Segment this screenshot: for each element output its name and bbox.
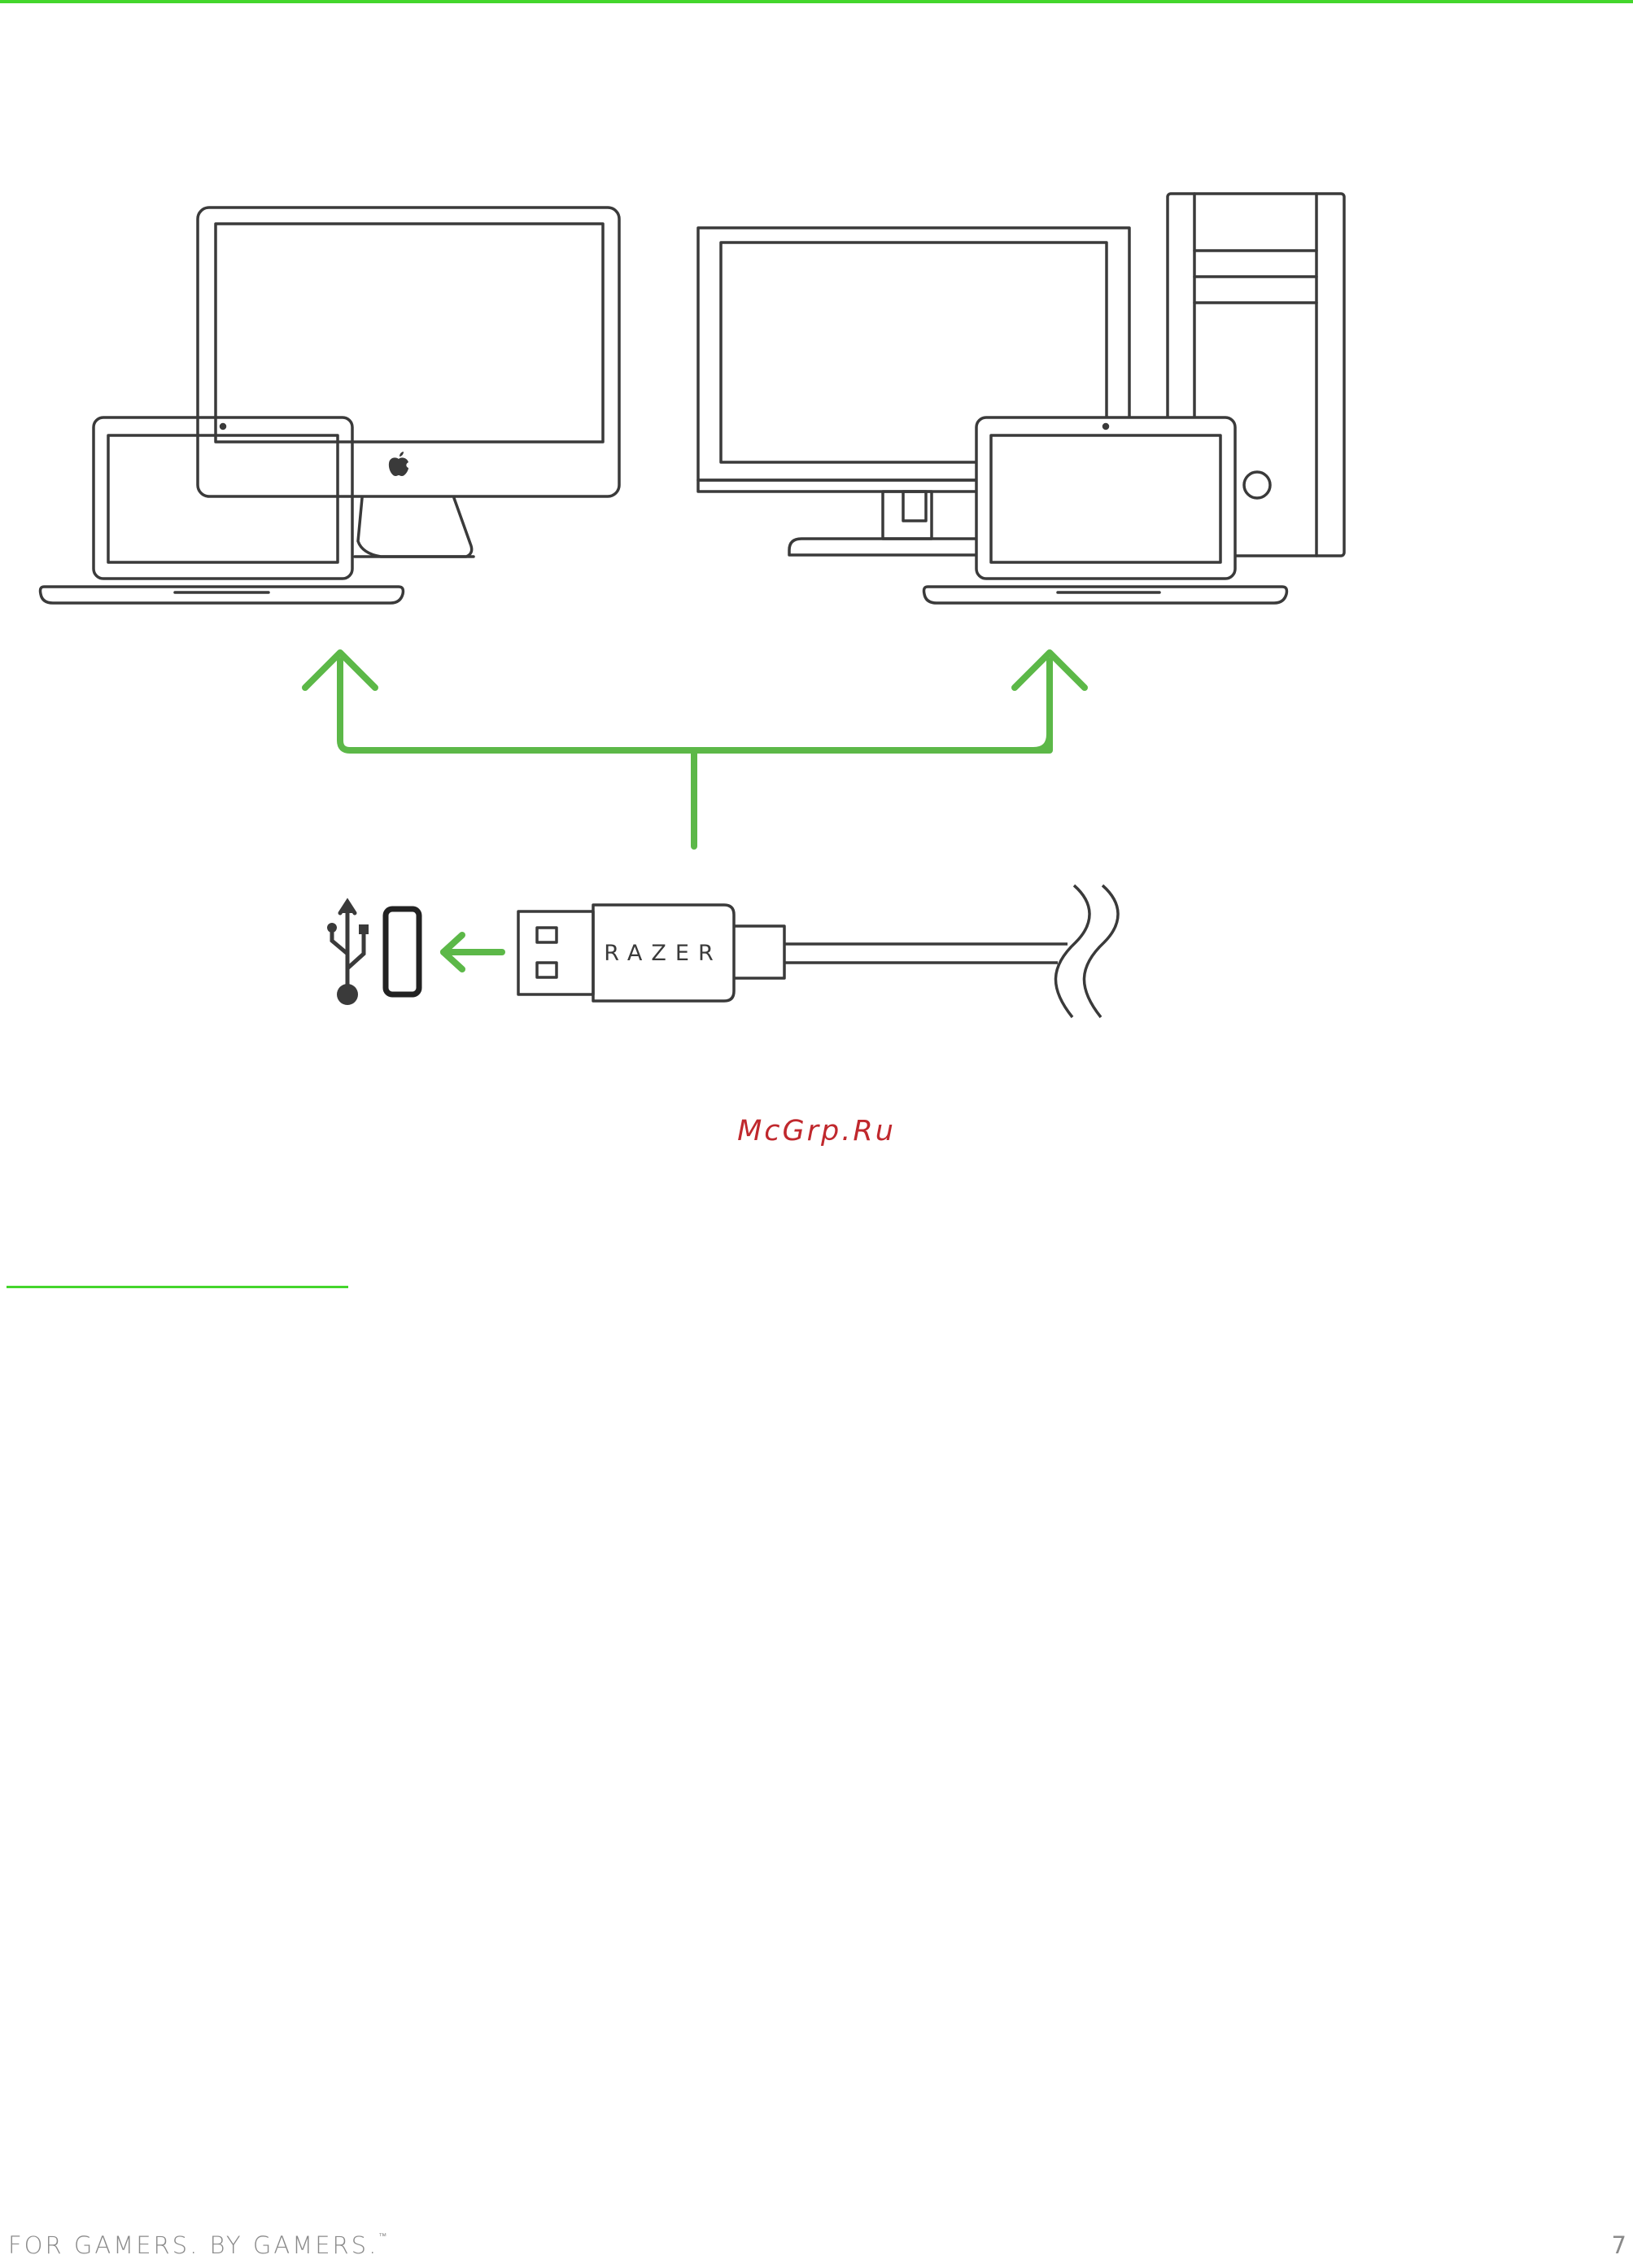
connection-illustration: RAZER bbox=[0, 0, 1633, 1058]
connector-brand-label: RAZER bbox=[604, 941, 722, 966]
trademark-mark: ™ bbox=[378, 2232, 386, 2241]
laptop-right bbox=[924, 417, 1287, 603]
imac-monitor bbox=[198, 208, 619, 557]
section-divider bbox=[7, 1286, 348, 1288]
insert-arrow bbox=[443, 935, 502, 969]
laptop-left bbox=[41, 417, 404, 603]
watermark: McGrp.Ru bbox=[0, 1115, 1633, 1147]
usb-icon bbox=[327, 902, 369, 1005]
page-number: 7 bbox=[1612, 2231, 1626, 2259]
usb-port-icon bbox=[386, 909, 419, 994]
connection-arrows bbox=[305, 653, 1085, 846]
footer-tagline: FOR GAMERS. BY GAMERS.™ bbox=[8, 2231, 386, 2259]
footer-tagline-text: FOR GAMERS. BY GAMERS. bbox=[8, 2231, 378, 2259]
apple-logo-icon bbox=[389, 452, 408, 476]
